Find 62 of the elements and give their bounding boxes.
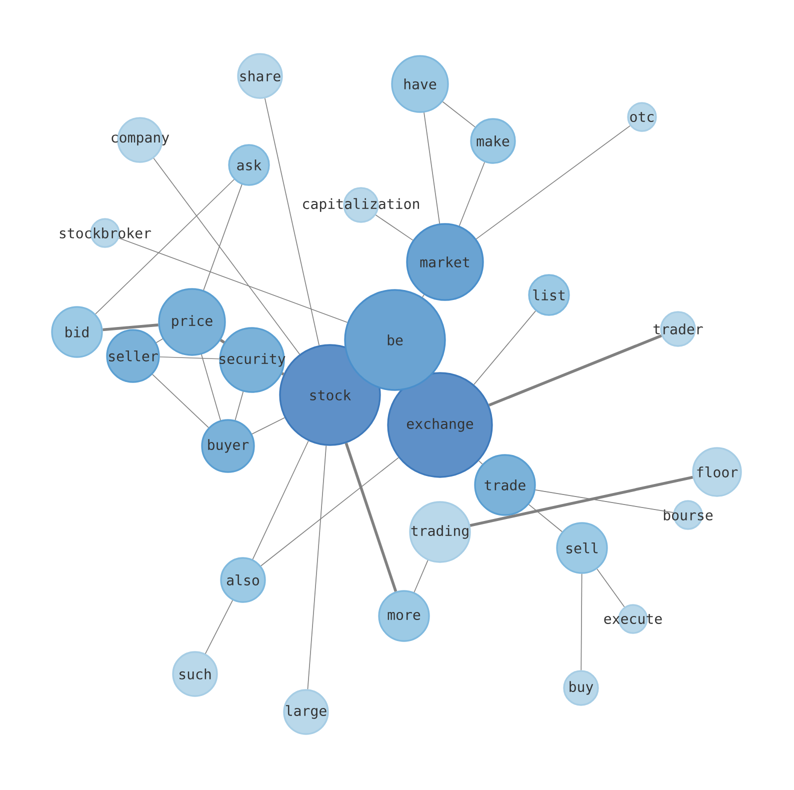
connector-line [478, 460, 483, 464]
word-bubble: stockbroker [60, 218, 152, 248]
word-bubble: otc [627, 102, 657, 132]
connector-line [281, 372, 284, 376]
connector-line [375, 214, 414, 241]
connector-line [474, 310, 536, 385]
connector-line [156, 338, 164, 343]
connector-line [152, 374, 209, 428]
connector-line [260, 457, 399, 566]
connector-line [220, 338, 225, 344]
word-bubble: execute [604, 604, 662, 634]
word-bubble: ask [228, 144, 270, 186]
word-bubble: also [220, 557, 266, 603]
word-bubble: buyer [201, 419, 255, 473]
connector-line [470, 476, 694, 527]
connector-line [159, 356, 220, 360]
word-bubble: such [172, 651, 218, 697]
word-bubble: sell [556, 522, 608, 574]
connector-line [535, 490, 674, 513]
word-bubble: exchange [387, 372, 493, 478]
connector-line [344, 442, 398, 592]
word-bubble: bourse [664, 500, 713, 530]
connector-line [264, 98, 320, 346]
connector-line [153, 158, 300, 355]
word-bubble: trader [654, 311, 703, 347]
word-bubble: market [406, 223, 484, 301]
word-bubble: price [158, 288, 226, 356]
connector-line [476, 125, 630, 240]
connector-line [458, 162, 485, 226]
word-bubble: list [528, 274, 570, 316]
connector-line [118, 238, 348, 323]
connector-line [203, 184, 242, 291]
word-bubble: more [378, 590, 430, 642]
word-bubble: be [344, 289, 446, 391]
word-bubble: buy [563, 670, 599, 706]
connector-line [252, 417, 285, 434]
connector-line [488, 334, 662, 407]
word-bubble: share [237, 53, 283, 99]
connector-line [234, 391, 244, 421]
connector-line [204, 600, 234, 654]
connector-line [252, 440, 309, 560]
word-bubble: make [470, 118, 516, 164]
word-bubble: bid [51, 306, 103, 358]
connector-line [201, 354, 221, 421]
word-bubble: trading [409, 501, 471, 563]
connector-line [528, 504, 562, 532]
connector-line [422, 294, 424, 298]
connector-line [580, 573, 582, 671]
connector-line [307, 445, 327, 690]
word-bubble: trade [474, 454, 536, 516]
word-bubble: capitalization [303, 187, 419, 223]
connector-line [424, 112, 440, 224]
connector-line [414, 560, 428, 593]
word-bubble: seller [106, 329, 160, 383]
word-bubble: large [283, 689, 329, 735]
word-bubble: have [391, 55, 449, 113]
connector-line [102, 324, 158, 332]
word-bubble: company [112, 117, 170, 163]
connector-line [596, 568, 625, 608]
connector-line [95, 179, 234, 314]
connector-line [442, 101, 476, 128]
word-bubble: floor [692, 447, 742, 497]
